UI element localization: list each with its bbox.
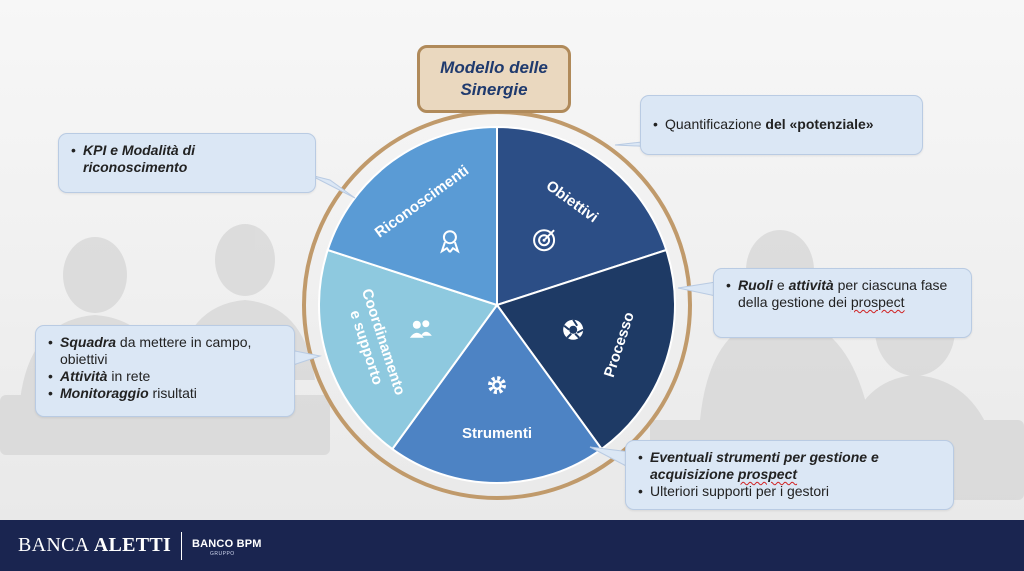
callout-coordinamento-item: Attività in rete [48,368,282,385]
callout-processo-item: Ruoli e attività per ciascuna fase della… [726,277,959,311]
callout-text: in rete [107,368,150,384]
callout-bold-text: Squadra [60,334,116,350]
logo-text-bold: ALETTI [94,534,171,556]
callout-strumenti: Eventuali strumenti per gestione e acqui… [625,440,954,510]
camera-shutter-icon [563,320,583,340]
slice-label-2: Strumenti [462,425,532,442]
slice-label-text: Strumenti [462,425,532,442]
callout-obiettivi: Quantificazione del «potenziale» [640,95,923,155]
callout-strumenti-item: Ulteriori supporti per i gestori [638,483,941,500]
callout-bold-text: Monitoraggio [60,385,149,401]
callout-coordinamento-item: Squadra da mettere in campo, obiettivi [48,334,282,368]
callout-strumenti-item: Eventuali strumenti per gestione e acqui… [638,449,941,483]
callout-coordinamento-item: Monitoraggio risultati [48,385,282,402]
diagram-title: Modello delle Sinergie [429,57,559,101]
banca-aletti-logo: BANCA ALETTI [18,534,171,557]
callout-riconoscimenti: KPI e Modalità di riconoscimento [58,133,316,193]
callout-text: e [773,277,789,293]
callout-bold-text: Ruoli [738,277,773,293]
callout-riconoscimenti-item: KPI e Modalità di riconoscimento [71,142,303,176]
callout-text: risultati [149,385,197,401]
callout-obiettivi-item: Quantificazione del «potenziale» [653,116,910,133]
callout-coordinamento: Squadra da mettere in campo, obiettivi A… [35,325,295,417]
callout-bold-text: attività [789,277,834,293]
callout-bold-text: prospect [738,466,797,482]
banco-bpm-logo: BANCO BPM [192,538,262,550]
banco-bpm-sub: GRUPPO [210,551,235,557]
footer-bar: BANCA ALETTI BANCO BPM GRUPPO [0,520,1024,571]
callout-bold-text: KPI e Modalità di riconoscimento [83,142,195,175]
logo-divider [181,532,182,560]
callout-bold-text: Attività [60,368,107,384]
logo-text-light: BANCA [18,534,94,556]
title-box: Modello delle Sinergie [417,45,571,113]
callout-bold-text: del «potenziale» [765,116,873,132]
callout-text: Ulteriori supporti per i gestori [650,483,829,499]
callout-text: prospect [851,294,905,310]
callout-processo: Ruoli e attività per ciascuna fase della… [713,268,972,338]
callout-text: Quantificazione [665,116,765,132]
